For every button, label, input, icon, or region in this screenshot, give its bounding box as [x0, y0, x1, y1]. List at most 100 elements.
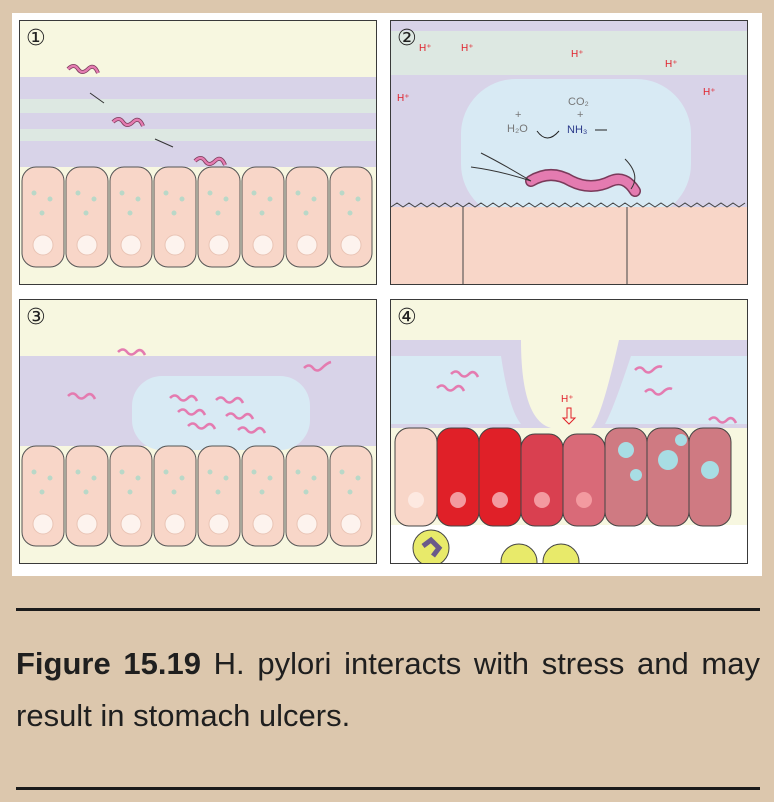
granule [119, 190, 125, 196]
panel-number: ② [397, 26, 417, 51]
h-plus-label: H⁺ [461, 43, 474, 54]
cell-nucleus [296, 234, 318, 256]
granule [91, 475, 97, 481]
granule [259, 210, 265, 216]
co2-label: CO₂ [568, 96, 589, 108]
panel-2-illustration: H⁺ H⁺ H⁺ H⁺ H⁺ H⁺ CO₂ + + H₂O NH₃ ② [391, 21, 747, 284]
granule [339, 190, 345, 196]
granule [163, 190, 169, 196]
granule [215, 489, 221, 495]
epithelial-cells [21, 166, 373, 268]
panel-number: ① [26, 26, 46, 51]
h-plus-label: H⁺ [571, 49, 584, 60]
cell-nucleus [340, 234, 362, 256]
cell-nucleus [120, 234, 142, 256]
granule [207, 469, 213, 475]
cell-nucleus [252, 234, 274, 256]
granule [127, 210, 133, 216]
caption-label: Figure 15.19 [16, 646, 201, 681]
granule [47, 475, 53, 481]
granule [179, 475, 185, 481]
granule [339, 469, 345, 475]
plus-sign: + [577, 109, 583, 121]
granule [39, 489, 45, 495]
granule [259, 489, 265, 495]
epithelial-cells [394, 427, 732, 527]
panel-1-illustration: ① [20, 21, 376, 268]
granule [355, 196, 361, 202]
granule [215, 210, 221, 216]
granule [171, 489, 177, 495]
granule [119, 469, 125, 475]
panel-3: ③ [19, 299, 377, 564]
panel-4-illustration: H⁺ ④ [391, 300, 747, 563]
granule [83, 489, 89, 495]
panel-3-illustration: ③ [20, 300, 376, 547]
h-plus-label: H⁺ [703, 87, 716, 98]
granule [251, 469, 257, 475]
cell-nucleus [252, 513, 274, 535]
h2o-label: H₂O [507, 123, 528, 135]
granule [179, 196, 185, 202]
granule [355, 475, 361, 481]
figure-caption: Figure 15.19 H. pylori interacts with st… [16, 638, 760, 742]
granule [311, 475, 317, 481]
top-rule [16, 608, 760, 611]
granule [303, 489, 309, 495]
granule [31, 469, 37, 475]
panel-4: H⁺ ④ [390, 299, 748, 564]
granule [91, 196, 97, 202]
panel-number: ④ [397, 305, 417, 330]
granule [347, 210, 353, 216]
cell-nucleus [208, 234, 230, 256]
granule [347, 489, 353, 495]
cell-nucleus [340, 513, 362, 535]
granule [163, 469, 169, 475]
granule [207, 190, 213, 196]
bottom-rule [16, 787, 760, 790]
epithelial-cells [21, 445, 373, 547]
granule [295, 190, 301, 196]
h-plus-label: H⁺ [665, 59, 678, 70]
panel-2: H⁺ H⁺ H⁺ H⁺ H⁺ H⁺ CO₂ + + H₂O NH₃ ② [390, 20, 748, 285]
neutrophils [412, 529, 580, 563]
cell-nucleus [120, 513, 142, 535]
cell-nucleus [32, 513, 54, 535]
cell-nucleus [164, 234, 186, 256]
granule [171, 210, 177, 216]
h-plus-label: H⁺ [419, 43, 432, 54]
granule [75, 190, 81, 196]
cell-nucleus [208, 513, 230, 535]
cell-nucleus [76, 513, 98, 535]
granule [135, 196, 141, 202]
granule [83, 210, 89, 216]
granule [311, 196, 317, 202]
h-plus-label: H⁺ [561, 394, 574, 405]
granule [75, 469, 81, 475]
cell-nucleus [164, 513, 186, 535]
panel-1: ① [19, 20, 377, 285]
nh3-label: NH₃ [567, 124, 587, 136]
cell-nucleus [76, 234, 98, 256]
granule [39, 210, 45, 216]
h-plus-label: H⁺ [397, 93, 410, 104]
plus-sign: + [515, 109, 521, 121]
bacteria-group [66, 64, 227, 166]
granule [223, 475, 229, 481]
panel-number: ③ [26, 305, 46, 330]
granule [251, 190, 257, 196]
cell-nucleus [32, 234, 54, 256]
granule [47, 196, 53, 202]
bacteria-group [436, 365, 738, 424]
granule [127, 489, 133, 495]
granule [303, 210, 309, 216]
cell-nucleus [296, 513, 318, 535]
granule [267, 475, 273, 481]
granule [135, 475, 141, 481]
granule [295, 469, 301, 475]
granule [223, 196, 229, 202]
caption-text: H. pylori interacts with stress and may … [16, 646, 760, 733]
bacteria-group [67, 348, 332, 434]
granule [31, 190, 37, 196]
granule [267, 196, 273, 202]
